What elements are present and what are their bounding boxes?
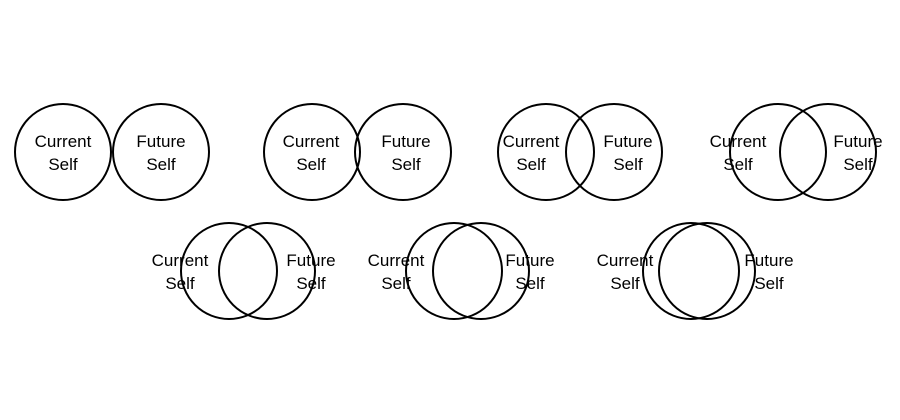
future-self-circle: [218, 222, 316, 320]
current-self-label: Self: [48, 155, 78, 174]
future-self-label: Future: [744, 251, 793, 270]
current-self-label: Current: [597, 251, 654, 270]
future-self-label: Self: [843, 155, 873, 174]
future-self-label: Future: [505, 251, 554, 270]
stage-overlap-2: Current Self Future Self: [263, 103, 452, 201]
current-self-circle: [405, 222, 503, 320]
current-self-label: Current: [710, 132, 767, 151]
current-self-label: Current: [152, 251, 209, 270]
stage-overlap-5: Current Self Future Self: [152, 222, 336, 320]
future-self-circle: [779, 103, 877, 201]
future-self-circle: [432, 222, 530, 320]
current-self-circle: [14, 103, 112, 201]
future-self-label: Future: [381, 132, 430, 151]
current-self-circle: [642, 222, 740, 320]
current-self-label: Current: [283, 132, 340, 151]
current-self-circle: [180, 222, 278, 320]
future-self-label: Self: [391, 155, 421, 174]
future-self-label: Self: [754, 274, 784, 293]
future-self-circle: [354, 103, 452, 201]
current-self-label: Current: [503, 132, 560, 151]
stage-overlap-3: Current Self Future Self: [497, 103, 663, 201]
current-self-circle: [263, 103, 361, 201]
current-self-circle: [497, 103, 595, 201]
stage-overlap-4: Current Self Future Self: [710, 103, 883, 201]
current-self-label: Self: [516, 155, 546, 174]
future-self-circle: [658, 222, 756, 320]
future-self-label: Future: [286, 251, 335, 270]
current-self-circle: [729, 103, 827, 201]
stage-overlap-6: Current Self Future Self: [368, 222, 555, 320]
future-self-circle: [565, 103, 663, 201]
future-self-label: Future: [833, 132, 882, 151]
future-self-label: Future: [136, 132, 185, 151]
future-self-circle: [112, 103, 210, 201]
future-self-label: Self: [296, 274, 326, 293]
future-self-label: Self: [613, 155, 643, 174]
future-self-label: Future: [603, 132, 652, 151]
current-self-label: Current: [35, 132, 92, 151]
current-self-label: Self: [723, 155, 753, 174]
future-self-label: Self: [515, 274, 545, 293]
current-self-label: Self: [381, 274, 411, 293]
stage-overlap-1: Current Self Future Self: [14, 103, 210, 201]
stage-overlap-7: Current Self Future Self: [597, 222, 794, 320]
future-self-label: Self: [146, 155, 176, 174]
current-self-label: Current: [368, 251, 425, 270]
current-self-label: Self: [610, 274, 640, 293]
current-self-label: Self: [165, 274, 195, 293]
current-self-label: Self: [296, 155, 326, 174]
